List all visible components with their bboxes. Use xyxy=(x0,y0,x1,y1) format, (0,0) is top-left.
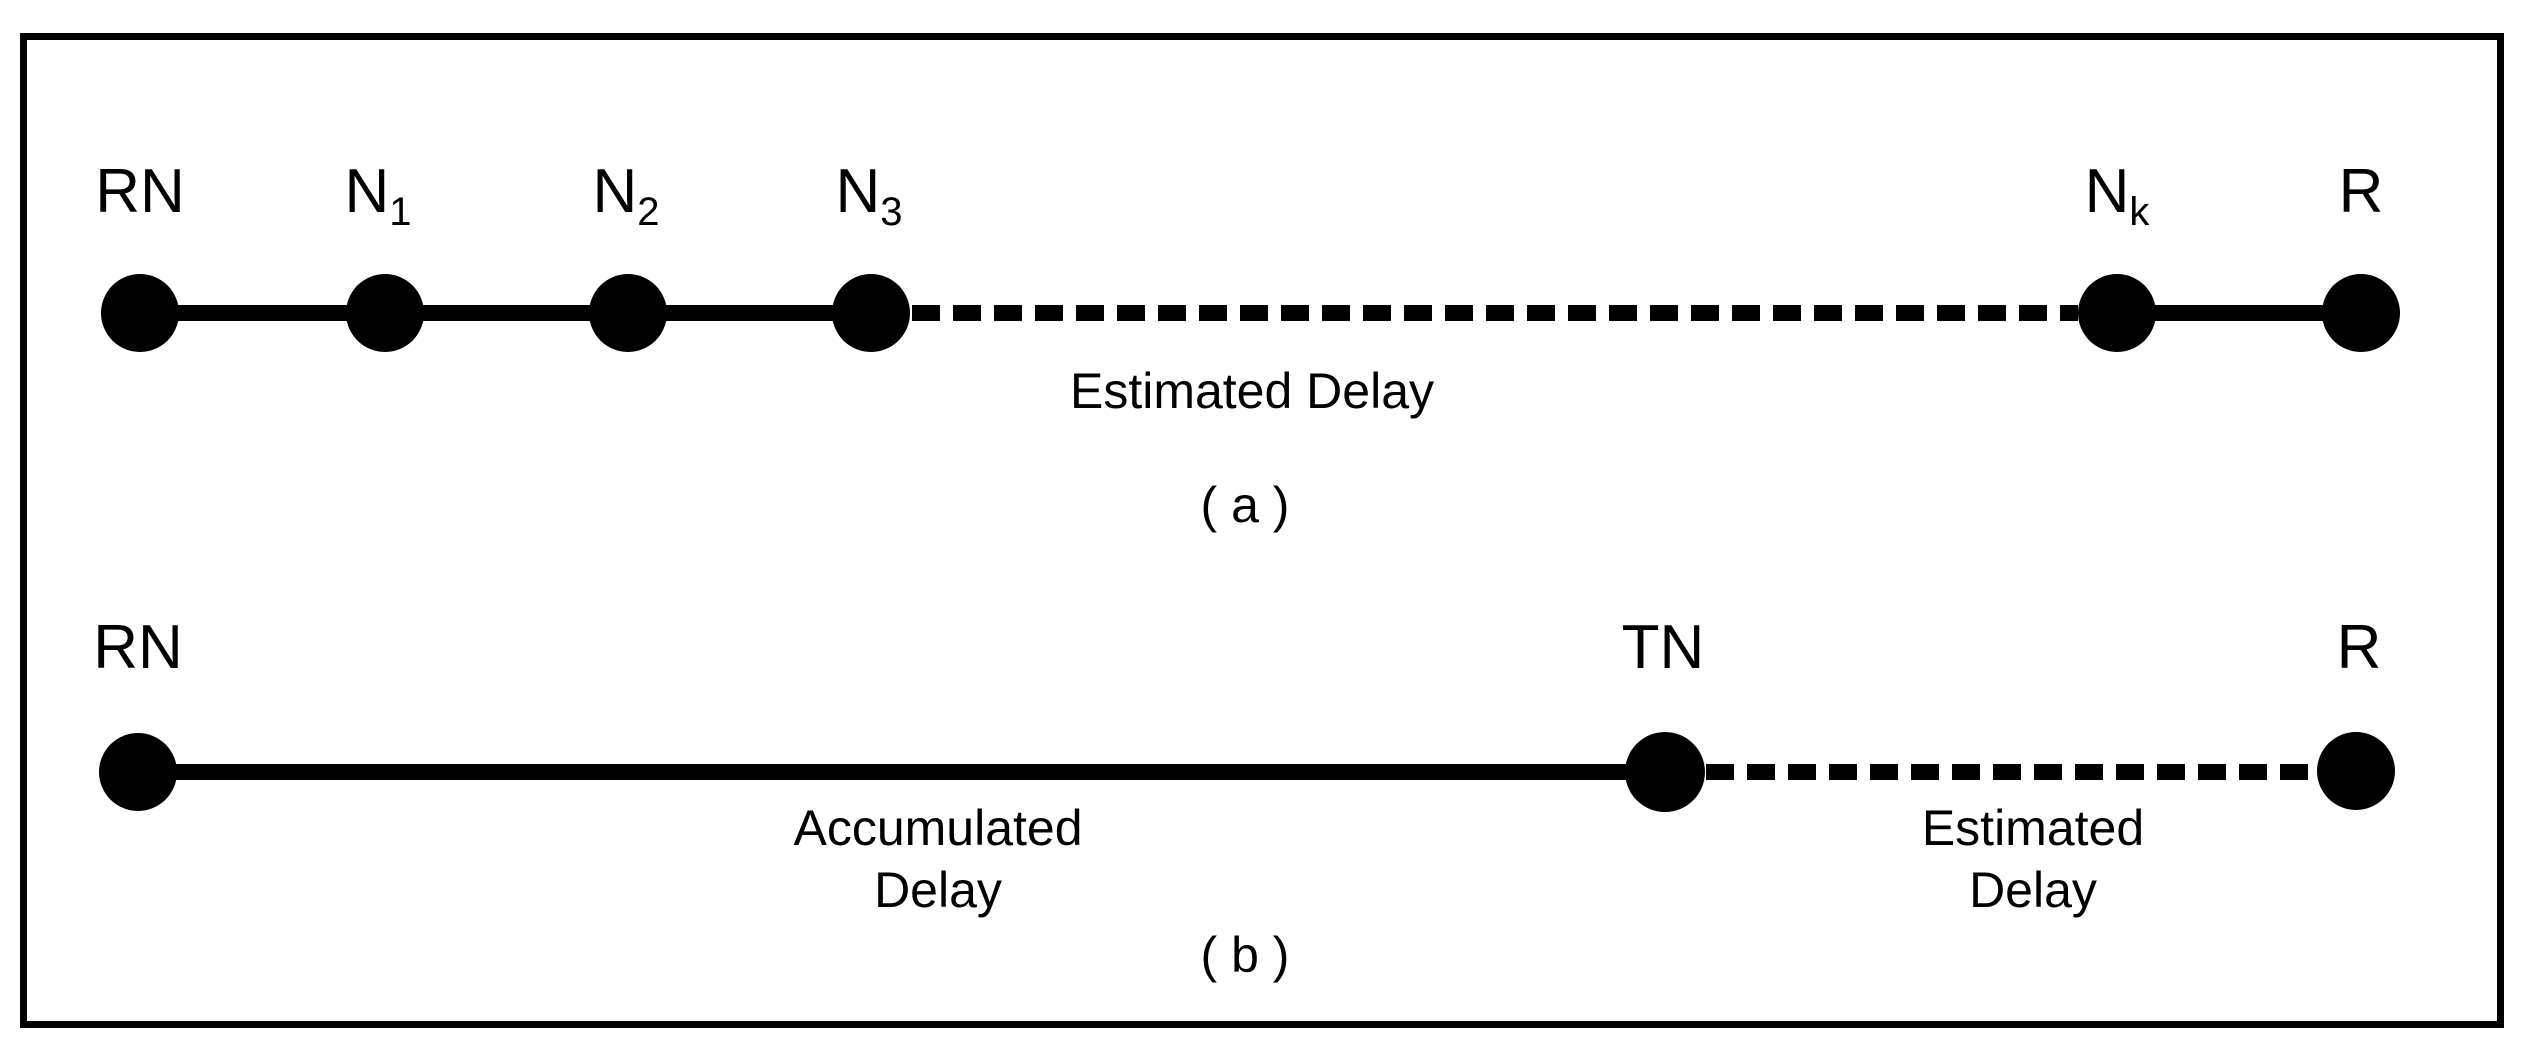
diagram-a: RN N1 N2 N3 Nk R Estimated Delay ( a ) xyxy=(95,157,2400,533)
node-dot-a-n1 xyxy=(346,274,424,352)
node-label-text: RN xyxy=(93,613,183,682)
node-dot-a-rn xyxy=(101,274,179,352)
accumulated-delay-label-line1: Accumulated xyxy=(793,800,1082,856)
node-dot-a-n3 xyxy=(832,274,910,352)
node-label-a-n1: N1 xyxy=(344,157,411,234)
node-dot-a-n2 xyxy=(589,274,667,352)
node-dot-b-rn xyxy=(99,733,177,811)
node-label-a-r: R xyxy=(2339,157,2384,226)
node-label-text: N xyxy=(835,157,880,226)
estimated-delay-label-b-line1: Estimated xyxy=(1922,800,2144,856)
node-label-text: TN xyxy=(1622,613,1705,682)
node-label-a-rn: RN xyxy=(95,157,185,226)
node-label-text: N xyxy=(344,157,389,226)
node-label-text: R xyxy=(2339,157,2384,226)
node-label-subscript: k xyxy=(2129,190,2150,234)
diagram-b: RN TN R Accumulated Delay Estimated Dela… xyxy=(93,613,2395,983)
caption-a: ( a ) xyxy=(1201,477,1290,533)
node-label-text: RN xyxy=(95,157,185,226)
node-label-text: N xyxy=(592,157,637,226)
node-label-b-rn: RN xyxy=(93,613,183,682)
node-label-text: N xyxy=(2085,157,2130,226)
node-dot-b-r xyxy=(2317,732,2395,810)
node-dot-a-r xyxy=(2322,274,2400,352)
node-label-subscript: 1 xyxy=(389,190,411,234)
node-label-subscript: 2 xyxy=(637,190,659,234)
accumulated-delay-label-line2: Delay xyxy=(874,862,1002,918)
node-label-a-n3: N3 xyxy=(835,157,902,234)
figure-border xyxy=(20,33,2504,1028)
estimated-delay-label-a: Estimated Delay xyxy=(1070,363,1434,419)
caption-b: ( b ) xyxy=(1201,927,1290,983)
node-label-b-tn: TN xyxy=(1622,613,1705,682)
node-label-subscript: 3 xyxy=(880,190,902,234)
node-label-a-nk: Nk xyxy=(2085,157,2151,234)
node-label-a-n2: N2 xyxy=(592,157,659,234)
node-label-b-r: R xyxy=(2337,613,2382,682)
node-dot-a-nk xyxy=(2078,274,2156,352)
estimated-delay-label-b-line2: Delay xyxy=(1969,862,2097,918)
node-dot-b-tn xyxy=(1625,732,1705,812)
node-label-text: R xyxy=(2337,613,2382,682)
